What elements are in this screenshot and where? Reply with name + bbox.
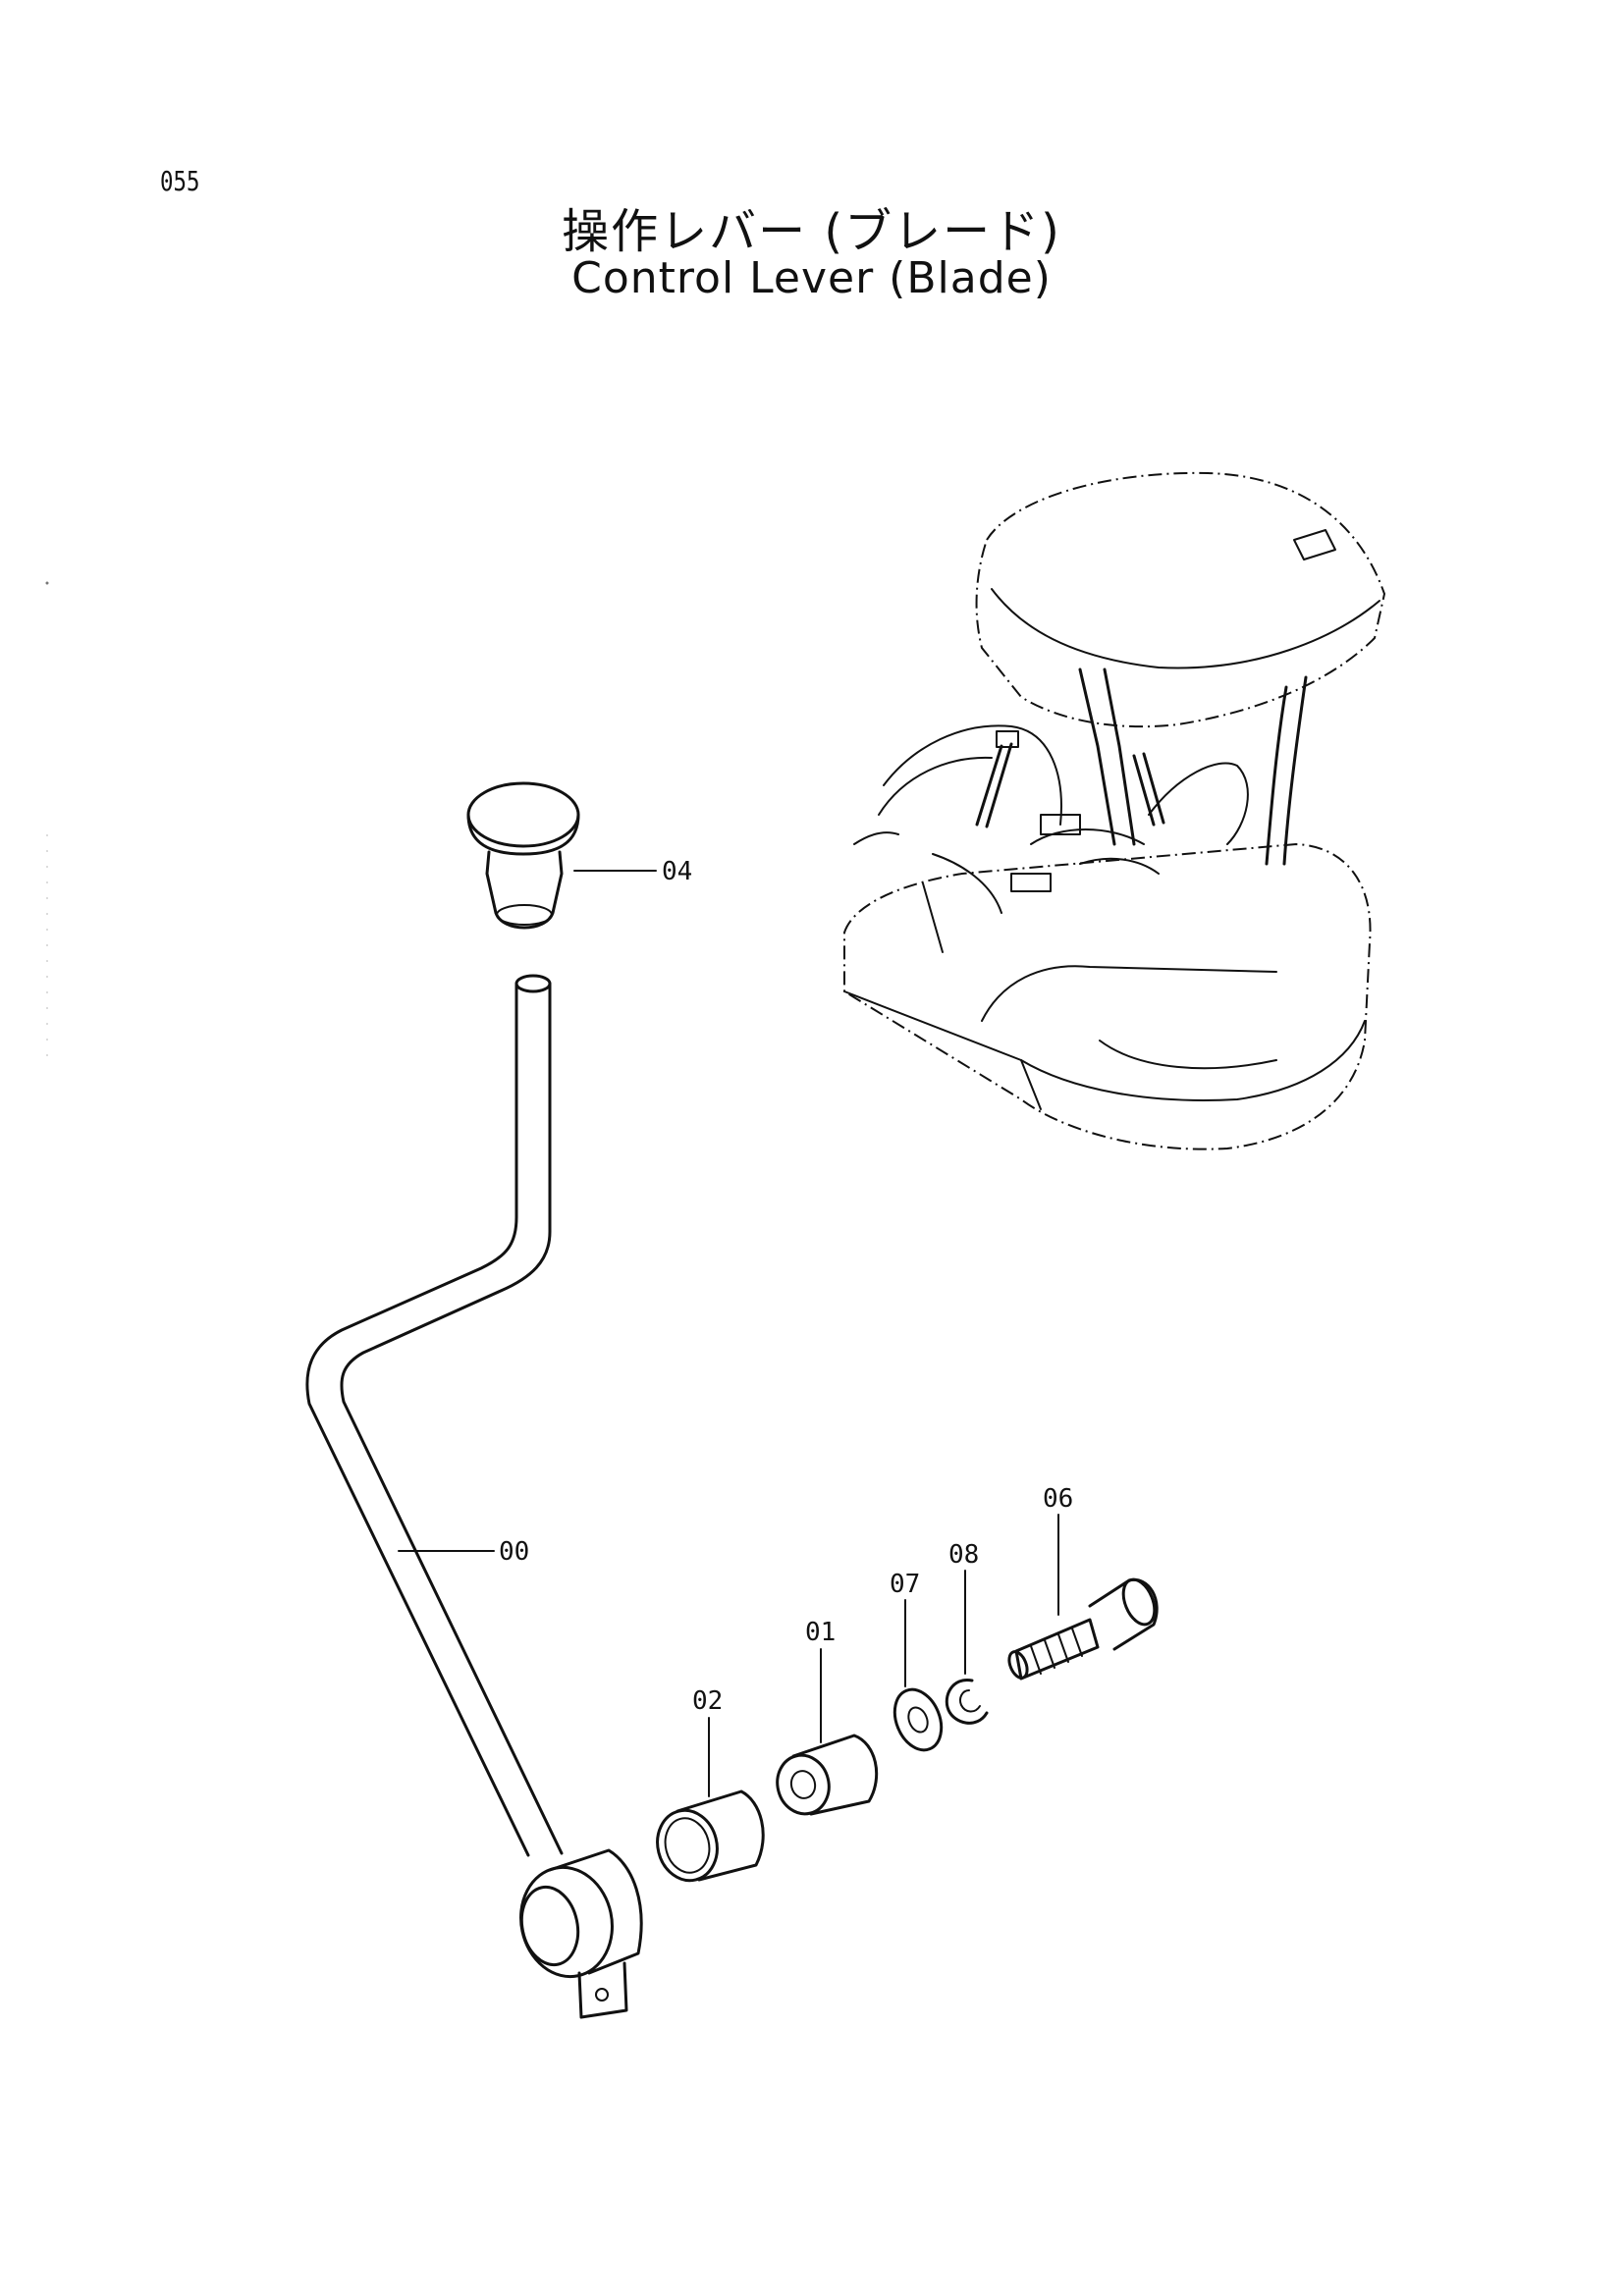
snap-ring-part-08 bbox=[945, 1570, 989, 1725]
title-english: Control Lever (Blade) bbox=[571, 253, 1052, 303]
callout-label-07: 07 bbox=[890, 1570, 920, 1599]
callout-label-01: 01 bbox=[805, 1618, 836, 1647]
bolt-part-06 bbox=[1007, 1514, 1159, 1681]
machine-seat-illustration bbox=[843, 471, 1386, 1150]
callout-label-06: 06 bbox=[1043, 1484, 1073, 1514]
bushing-part-02 bbox=[656, 1717, 765, 1883]
callout-label-04: 04 bbox=[662, 857, 692, 886]
callout-label-00: 00 bbox=[499, 1537, 529, 1567]
callout-label-08: 08 bbox=[948, 1540, 979, 1570]
title-japanese: 操作レバー (ブレード) bbox=[562, 204, 1061, 259]
page-number: 055 bbox=[160, 165, 200, 197]
lever-part-00 bbox=[305, 974, 643, 2019]
washer-part-07 bbox=[893, 1599, 944, 1752]
margin-marks bbox=[45, 581, 49, 1070]
knob-part-04 bbox=[466, 781, 657, 930]
callout-label-02: 02 bbox=[692, 1686, 723, 1716]
collar-part-01 bbox=[776, 1648, 879, 1816]
